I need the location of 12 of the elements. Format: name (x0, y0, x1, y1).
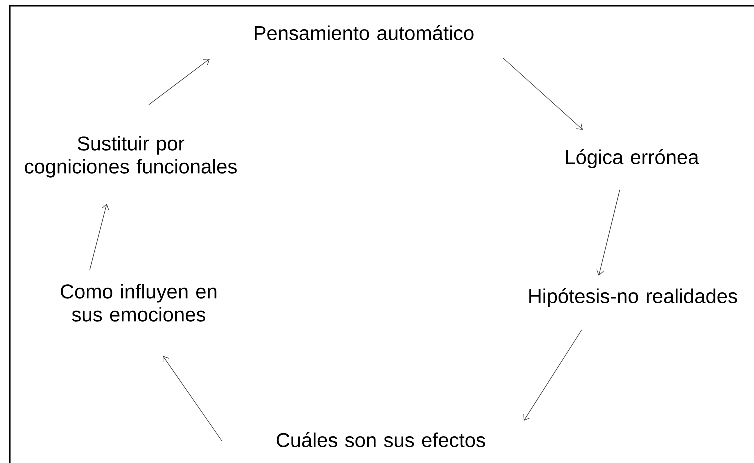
arrow (596, 190, 620, 276)
arrow (162, 356, 222, 442)
node-label: Lógica errónea (566, 150, 700, 168)
node-label: Sustituir por cogniciones funcionales (25, 136, 237, 178)
node-label: Como influyen en sus emociones (61, 284, 217, 322)
node-label: Cuáles son sus efectos (276, 432, 486, 448)
arrow (502, 58, 583, 130)
arrow (524, 330, 582, 421)
node-label: Hipótesis-no realidades (530, 288, 738, 308)
arrow (148, 59, 210, 106)
node-label: Pensamiento automático (255, 26, 474, 40)
arrow (90, 204, 110, 270)
